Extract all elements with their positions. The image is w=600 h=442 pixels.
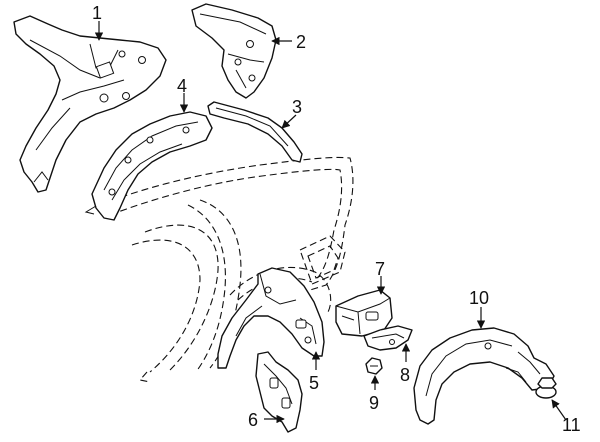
part-8-small-bracket [363, 325, 413, 351]
callout-2: 2 [296, 32, 306, 52]
callout-1: 1 [92, 3, 102, 23]
callout-3: 3 [292, 97, 302, 117]
part-11-fastener [535, 377, 557, 399]
part-3-reinforcement-strip [207, 101, 303, 163]
part-7-box-bracket [335, 289, 393, 337]
leader-lines [94, 21, 567, 424]
part-10-wheelhouse-liner [413, 327, 555, 425]
callout-11: 11 [562, 415, 581, 435]
callout-7: 7 [375, 259, 385, 279]
part-2-bracket [191, 3, 277, 99]
callout-10: 10 [469, 288, 489, 308]
part-4-wheelhouse-outer [84, 111, 213, 221]
callout-4: 4 [177, 76, 187, 96]
part-1-pillar-inner [13, 15, 167, 193]
callout-6: 6 [248, 410, 258, 430]
callout-9: 9 [369, 393, 379, 413]
callout-labels: 1 2 3 4 5 6 7 8 9 10 11 [92, 3, 581, 435]
part-6-lower-bracket [255, 351, 303, 433]
part-5-wheelhouse-inner [217, 267, 325, 369]
part-9-clip [365, 357, 383, 375]
quarter-panel-outline [99, 156, 354, 383]
callout-8: 8 [400, 365, 410, 385]
callout-5: 5 [309, 373, 319, 393]
